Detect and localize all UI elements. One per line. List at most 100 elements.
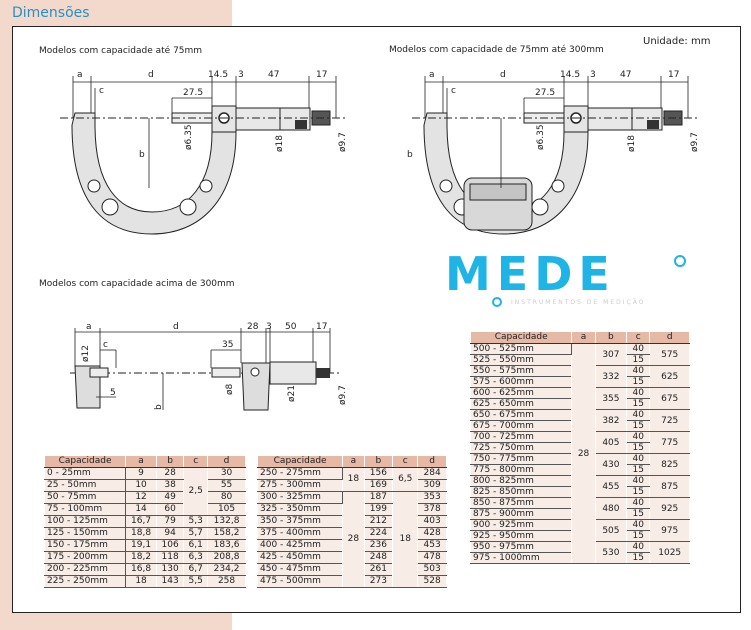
table-cell: 183,6	[207, 539, 246, 552]
dim-35: 35	[222, 340, 233, 350]
table-cell: 169	[363, 479, 394, 492]
dim-c: c	[99, 86, 104, 96]
table-cell: 156	[363, 467, 394, 480]
table-cell: 650 - 675mm	[469, 409, 573, 421]
table-cell: 15	[626, 552, 651, 564]
table-cell: 450 - 475mm	[256, 563, 344, 576]
table-cell: 225 - 250mm	[43, 575, 127, 588]
dim-14-5: 14.5	[208, 70, 228, 80]
table-cell: 224	[363, 527, 394, 540]
table-cell: 5,5	[183, 575, 209, 588]
column-header: Capacidade	[469, 331, 573, 344]
column-header: d	[649, 331, 690, 344]
table-cell: 18,2	[125, 551, 157, 564]
table-row: 675 - 700mm 15	[469, 420, 690, 432]
table-cell: 750 - 775mm	[469, 453, 573, 465]
table-cell: 2,5	[183, 467, 209, 516]
table-cell: 575 - 600mm	[469, 376, 573, 388]
table-cell: 550 - 575mm	[469, 365, 573, 377]
table-cell: 175 - 200mm	[43, 551, 127, 564]
table-cell: 94	[155, 527, 185, 540]
table-cell: 355	[594, 387, 628, 410]
table-cell: 250 - 275mm	[256, 467, 344, 480]
drawing-model-75-300: a d 14.5 3 47 17 c 27.5 b ø6.35 ø18 ø9.7	[407, 70, 700, 235]
drawing-model-300plus: a d 28 3 50 17 c 35 ø12 5 b ø8 ø21 ø9.7	[70, 322, 348, 411]
table-cell: 16,8	[125, 563, 157, 576]
table-cell: 800 - 825mm	[469, 475, 573, 487]
dim-d: d	[148, 70, 154, 80]
dim-phi-9-7: ø9.7	[690, 132, 700, 152]
table-cell: 79	[155, 515, 185, 528]
dim-17: 17	[668, 70, 679, 80]
table-cell: 40	[626, 453, 651, 465]
dim-d: d	[500, 70, 506, 80]
dim-50: 50	[285, 322, 297, 332]
table-cell: 1025	[649, 541, 690, 564]
table-cell: 132,8	[207, 515, 246, 528]
table-cell: 430	[594, 453, 628, 476]
table-cell: 325 - 350mm	[256, 503, 344, 516]
dim-b: b	[407, 150, 413, 160]
dim-28: 28	[247, 322, 259, 332]
table-cell: 100 - 125mm	[43, 515, 127, 528]
column-header: a	[571, 331, 596, 344]
logo-subtitle: INSTRUMENTOS DE MEDIÇÃO	[511, 299, 645, 306]
table-cell: 900 - 925mm	[469, 519, 573, 531]
table-cell: 675 - 700mm	[469, 420, 573, 432]
table-cell: 12	[125, 491, 157, 504]
table-cell: 208,8	[207, 551, 246, 564]
table-cell: 428	[417, 527, 447, 540]
dim-47: 47	[620, 70, 631, 80]
column-header: b	[363, 455, 394, 468]
caption-model-300plus: Modelos com capacidade acima de 300mm	[39, 279, 235, 289]
table-cell: 18	[125, 575, 157, 588]
table-cell: 258	[207, 575, 246, 588]
table-cell: 15	[626, 508, 651, 520]
table-cell: 332	[594, 365, 628, 388]
table-cell: 975	[649, 519, 690, 542]
table-cell: 425 - 450mm	[256, 551, 344, 564]
table-cell: 25 - 50mm	[43, 479, 127, 492]
table-cell: 850 - 875mm	[469, 497, 573, 509]
table-cell: 150 - 175mm	[43, 539, 127, 552]
table-cell: 15	[626, 420, 651, 432]
table-cell: 15	[626, 464, 651, 476]
table-cell: 5,7	[183, 527, 209, 540]
table-cell: 60	[155, 503, 185, 516]
dim-14-5: 14.5	[560, 70, 580, 80]
table-cell: 575	[649, 343, 690, 366]
table-cell: 50 - 75mm	[43, 491, 127, 504]
column-header: c	[183, 455, 209, 468]
table-cell: 15	[626, 354, 651, 366]
table-cell: 15	[626, 442, 651, 454]
table-cell: 309	[417, 479, 447, 492]
table-cell: 6,7	[183, 563, 209, 576]
table-cell: 118	[155, 551, 185, 564]
table-cell: 6,3	[183, 551, 209, 564]
dim-27-5: 27.5	[535, 88, 555, 98]
table-cell: 55	[207, 479, 246, 492]
table-cell: 378	[417, 503, 447, 516]
table-cell: 725	[649, 409, 690, 432]
table-cell: 480	[594, 497, 628, 520]
table-cell: 475 - 500mm	[256, 575, 344, 588]
table-cell: 80	[207, 491, 246, 504]
table-cell: 212	[363, 515, 394, 528]
logo-text: MEDE	[445, 252, 616, 301]
table-cell: 405	[594, 431, 628, 454]
table-cell: 5,3	[183, 515, 209, 528]
